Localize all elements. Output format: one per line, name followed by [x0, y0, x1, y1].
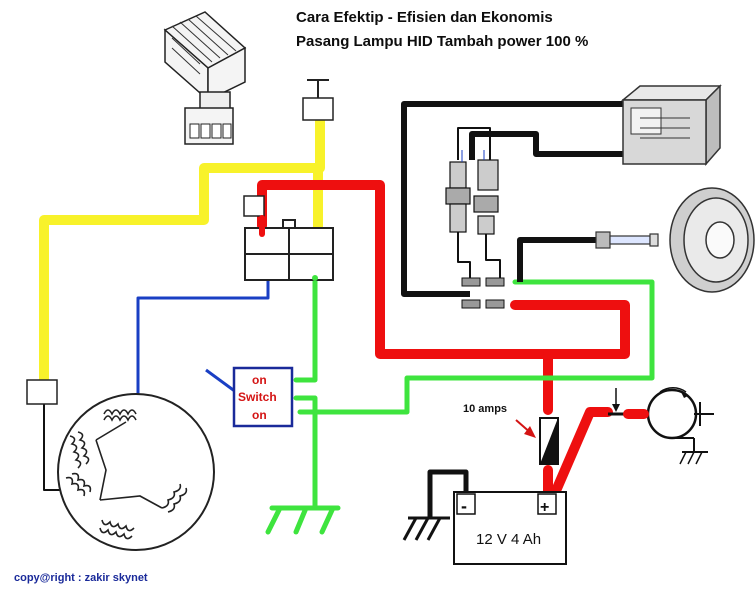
switch-box: on Switch on [232, 366, 294, 428]
switch-label-middle: Switch [238, 390, 277, 404]
main-coupler [243, 195, 334, 281]
hid-ballast [620, 84, 722, 166]
battery-plus: + [540, 499, 549, 516]
title-line-2: Pasang Lampu HID Tambah power 100 % [296, 33, 588, 50]
title-line-1: Cara Efektip - Efisien dan Ekonomis [296, 9, 553, 26]
starter-motor [608, 387, 714, 465]
battery-ground [402, 516, 450, 541]
headlamp-reflector [669, 187, 755, 293]
hid-igniter-connectors [445, 159, 499, 235]
hid-bulb [595, 231, 659, 249]
fuse [539, 417, 559, 465]
battery-label: 12 V 4 Ah [476, 531, 541, 548]
battery: - + 12 V 4 Ah [453, 491, 567, 565]
green-wire [265, 277, 655, 535]
regulator-rectifier [163, 11, 247, 145]
bullet-connectors [461, 277, 505, 309]
fuse-label: 10 amps [463, 403, 507, 415]
stator-coil [57, 393, 215, 551]
fuse-arrow [515, 419, 536, 438]
copyright-text: copy@right : zakir skynet [14, 572, 148, 584]
top-connector [302, 79, 334, 121]
red-wire [257, 180, 630, 505]
yellow-wire [39, 113, 325, 385]
switch-label-top: on [252, 373, 267, 387]
black-wire [43, 101, 623, 518]
switch-label-bottom: on [252, 408, 267, 422]
battery-minus: - [461, 496, 467, 516]
stator-connector [26, 379, 58, 405]
